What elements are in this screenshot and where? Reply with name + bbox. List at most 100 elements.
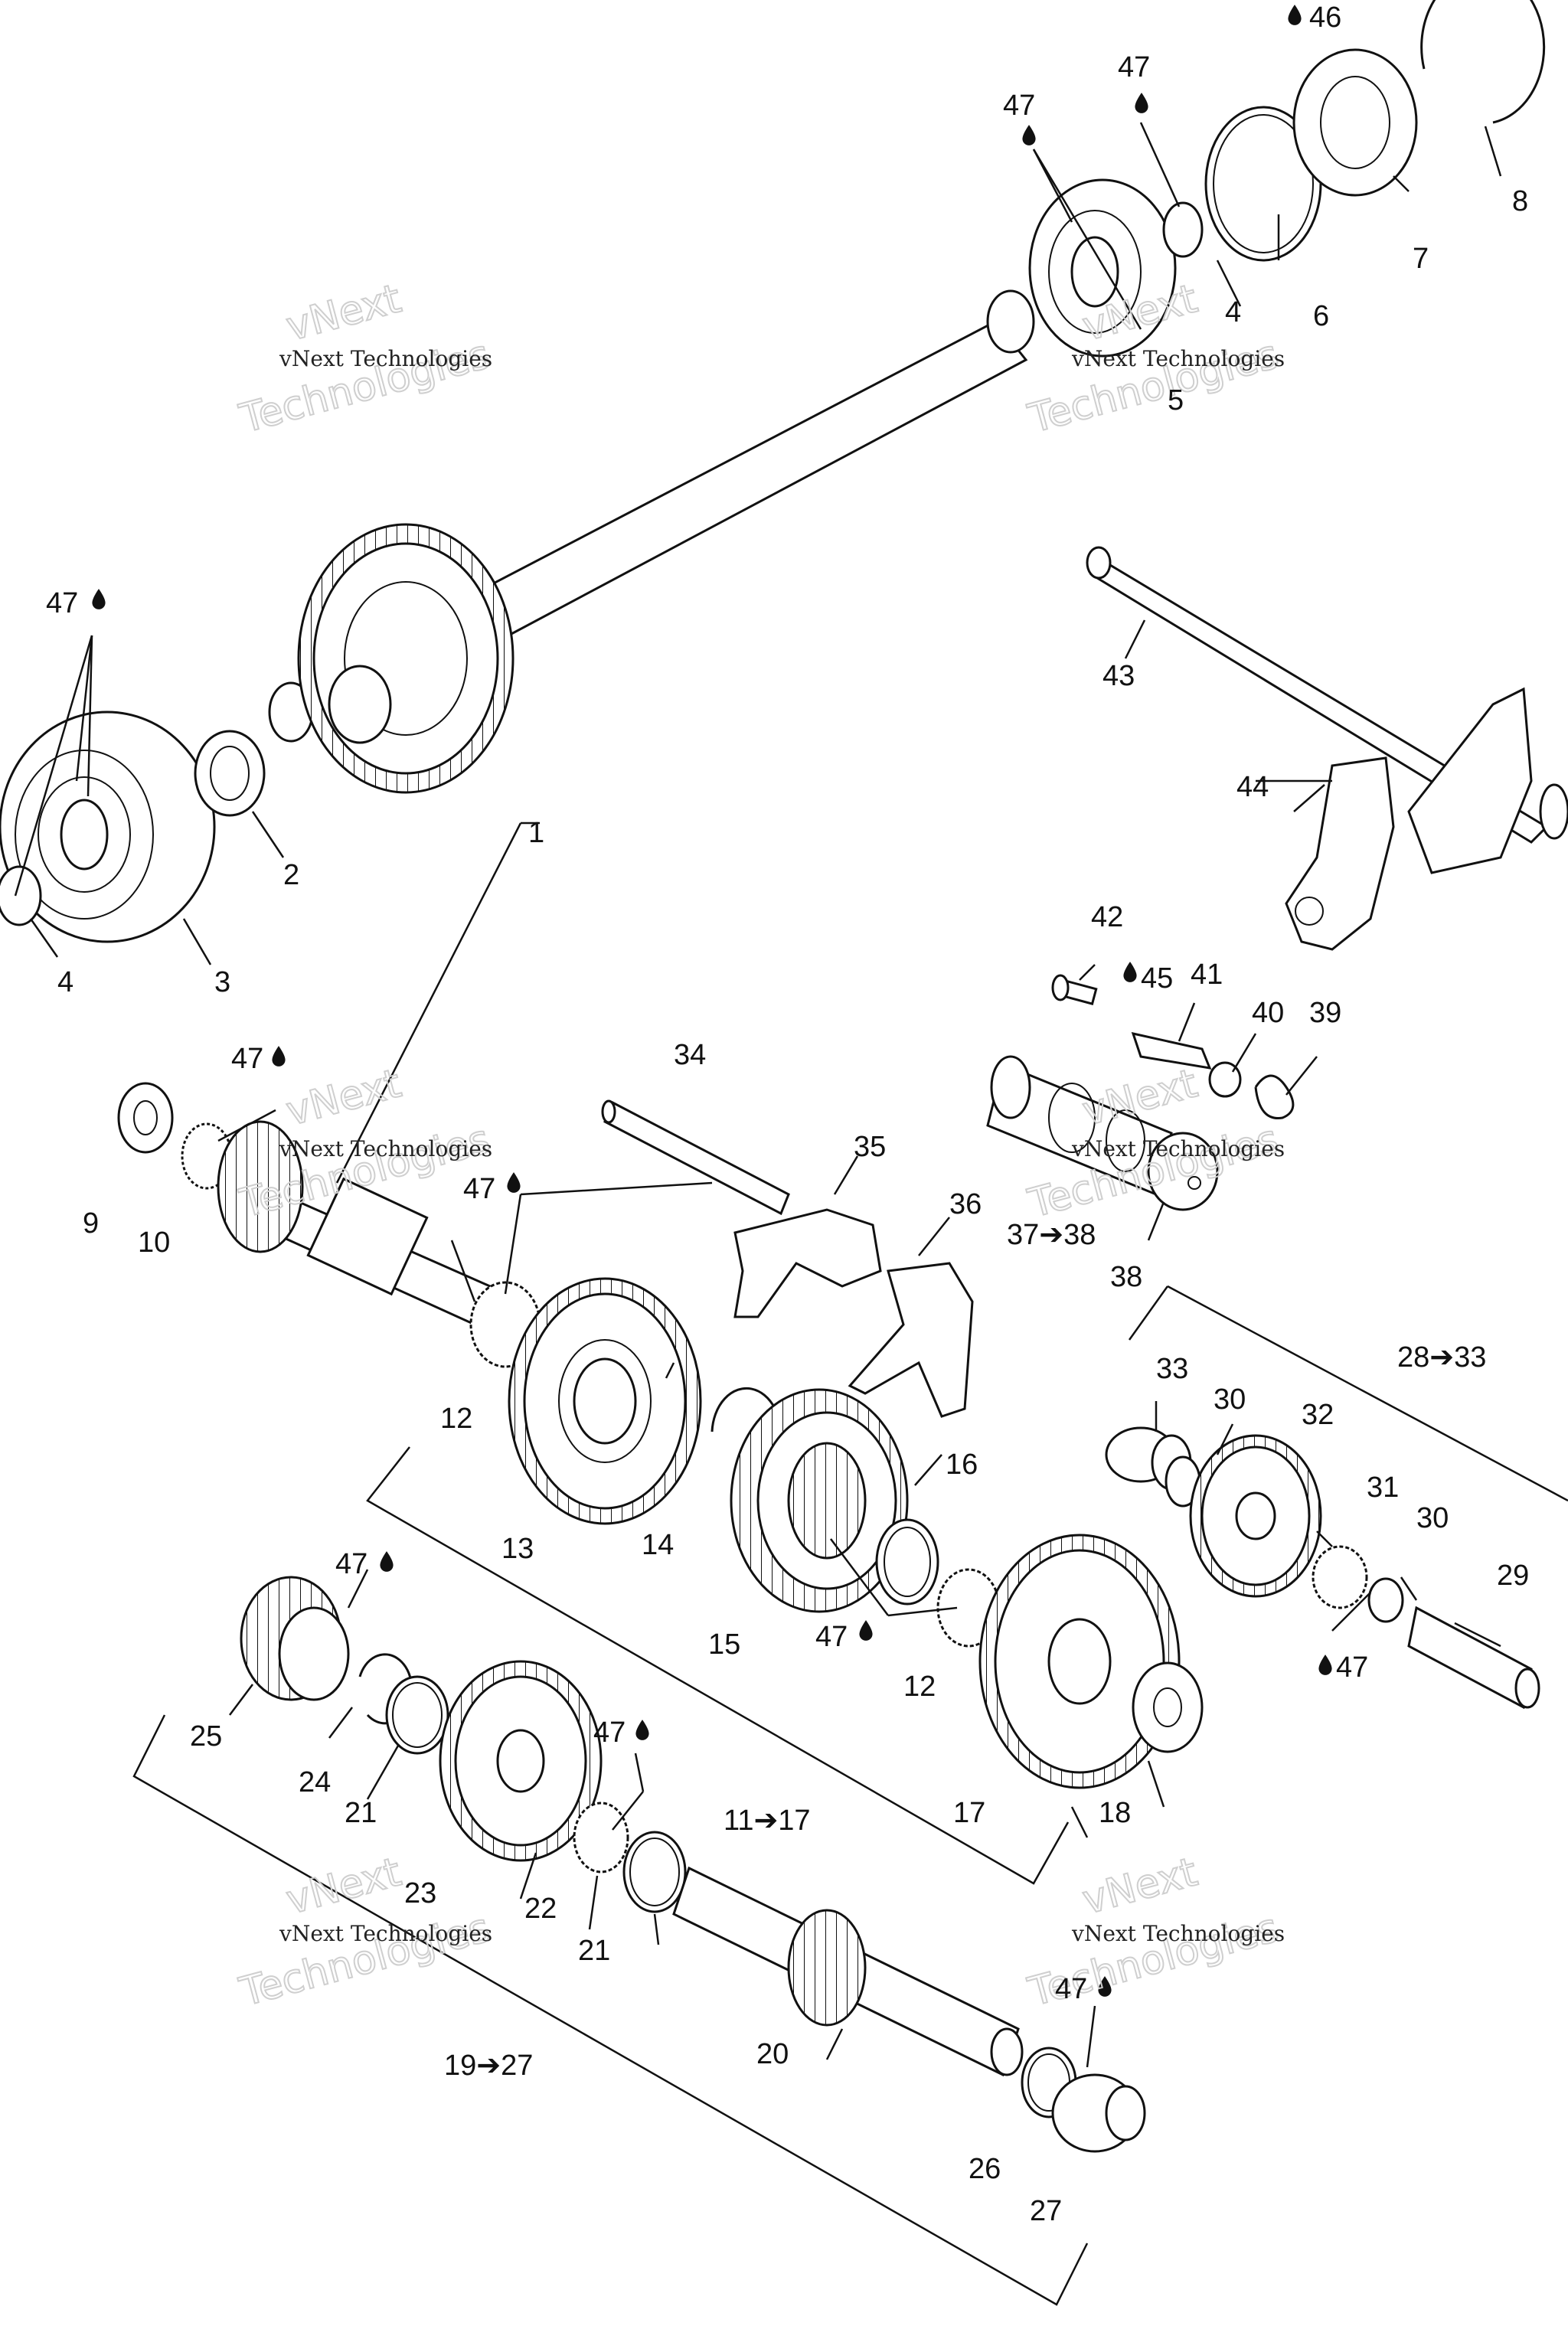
screw-42 <box>1051 974 1098 1005</box>
svg-text:vNext Technologies: vNext Technologies <box>279 346 492 371</box>
ball-bearing-3 <box>0 710 216 943</box>
label-18: 18 <box>1099 1797 1131 1829</box>
spring-39 <box>1254 1074 1295 1119</box>
label-30a: 30 <box>1214 1383 1246 1416</box>
label-7: 7 <box>1413 243 1429 275</box>
gear-15 <box>730 1388 909 1613</box>
label-13: 13 <box>501 1533 534 1565</box>
label-34: 34 <box>674 1039 706 1071</box>
label-4b: 4 <box>1225 296 1241 328</box>
label-42: 42 <box>1091 901 1123 933</box>
fork-shaft-34 <box>601 1099 790 1216</box>
label-46: 46 <box>1309 2 1341 34</box>
label-16: 16 <box>946 1449 978 1481</box>
circlip-4-left <box>0 865 42 926</box>
label-44: 44 <box>1236 771 1269 803</box>
bracket-19-27 <box>132 1714 1089 2306</box>
shift-fork-35 <box>733 1208 882 1318</box>
shift-lever-44 <box>1285 687 1568 951</box>
svg-text:vNext Technologies: vNext Technologies <box>1071 1136 1285 1161</box>
label-6: 6 <box>1313 300 1329 332</box>
label-38: 38 <box>1110 1261 1142 1293</box>
label-19-27: 19➔27 <box>444 2050 533 2082</box>
label-47h: 47 <box>593 1717 626 1749</box>
drum-cam-38 <box>1147 1132 1219 1211</box>
label-21b: 21 <box>578 1935 610 1967</box>
washer-18 <box>1132 1661 1204 1753</box>
label-23: 23 <box>404 1877 436 1909</box>
gear-13 <box>508 1277 702 1525</box>
washer-30-b <box>1367 1577 1404 1623</box>
svg-text:vNext: vNext <box>282 276 406 350</box>
washer-16 <box>875 1518 939 1606</box>
label-31: 31 <box>1367 1472 1399 1504</box>
label-45: 45 <box>1141 962 1173 995</box>
label-9: 9 <box>83 1207 99 1240</box>
label-40: 40 <box>1252 997 1284 1029</box>
shaft-29 <box>1407 1606 1540 1710</box>
label-43: 43 <box>1102 660 1135 692</box>
label-30b: 30 <box>1416 1502 1449 1534</box>
main-shaft-20 <box>672 1866 1024 2077</box>
label-5: 5 <box>1168 384 1184 416</box>
pinion-shaft <box>217 1120 492 1327</box>
label-39: 39 <box>1309 997 1341 1029</box>
washer-2-hole <box>210 746 250 801</box>
label-47j: 47 <box>1055 1973 1087 2005</box>
label-47d: 47 <box>231 1043 263 1075</box>
label-20: 20 <box>756 2038 789 2070</box>
label-47c: 47 <box>1118 51 1150 83</box>
circlip-4-right <box>1162 201 1204 258</box>
label-27: 27 <box>1030 2195 1062 2227</box>
label-33: 33 <box>1156 1353 1188 1385</box>
label-47i: 47 <box>1336 1651 1368 1684</box>
thrust-washer-9-hole <box>133 1100 158 1135</box>
bevel-ring-gear <box>297 523 514 794</box>
label-32: 32 <box>1302 1399 1334 1431</box>
label-24: 24 <box>299 1766 331 1798</box>
drum-cam-38-hole <box>1187 1176 1201 1190</box>
label-12a: 12 <box>440 1403 472 1435</box>
callout-labels: 1 2 3 4 4 5 6 7 8 9 10 11➔17 12 12 13 14… <box>46 2 1529 2227</box>
label-4a: 4 <box>57 966 74 998</box>
svg-text:vNext: vNext <box>282 1849 406 1923</box>
svg-text:vNext Technologies: vNext Technologies <box>1071 346 1285 371</box>
label-35: 35 <box>854 1131 886 1163</box>
washer-21-a <box>385 1675 449 1755</box>
label-17: 17 <box>953 1797 985 1829</box>
gear-23 <box>439 1660 603 1862</box>
label-2: 2 <box>283 859 299 891</box>
o-ring-6-inner <box>1213 114 1314 253</box>
label-47f: 47 <box>815 1621 848 1653</box>
retaining-ring-8 <box>1420 0 1546 124</box>
washer-21-a-hole <box>392 1682 443 1748</box>
label-29: 29 <box>1497 1560 1529 1592</box>
label-15: 15 <box>708 1628 740 1661</box>
label-1: 1 <box>528 817 544 849</box>
svg-text:vNext: vNext <box>282 1060 406 1135</box>
label-26: 26 <box>969 2153 1001 2185</box>
oil-seal-7 <box>1292 48 1418 197</box>
washer-21-b-hole <box>629 1838 680 1906</box>
label-47a: 47 <box>46 587 78 619</box>
leader-lines <box>14 122 1502 2068</box>
label-3: 3 <box>214 966 230 998</box>
needle-bearing-31 <box>1312 1545 1368 1609</box>
needle-bearing-22 <box>573 1802 629 1873</box>
svg-text:vNext Technologies: vNext Technologies <box>279 1921 492 1946</box>
shift-shaft-43 <box>1086 546 1549 844</box>
washer-16-hole <box>884 1527 931 1597</box>
svg-text:vNext Technologies: vNext Technologies <box>279 1136 492 1161</box>
label-14: 14 <box>642 1529 674 1561</box>
label-12b: 12 <box>903 1671 936 1703</box>
gear-17 <box>978 1534 1181 1789</box>
svg-text:vNext: vNext <box>1078 1849 1202 1923</box>
label-36: 36 <box>949 1188 982 1220</box>
label-28-33: 28➔33 <box>1397 1341 1486 1374</box>
oil-seal-7-inner <box>1320 76 1390 169</box>
svg-text:vNext Technologies: vNext Technologies <box>1071 1921 1285 1946</box>
index-lever-41 <box>1131 1031 1212 1070</box>
label-25: 25 <box>190 1720 222 1753</box>
shift-fork-36 <box>848 1262 974 1418</box>
